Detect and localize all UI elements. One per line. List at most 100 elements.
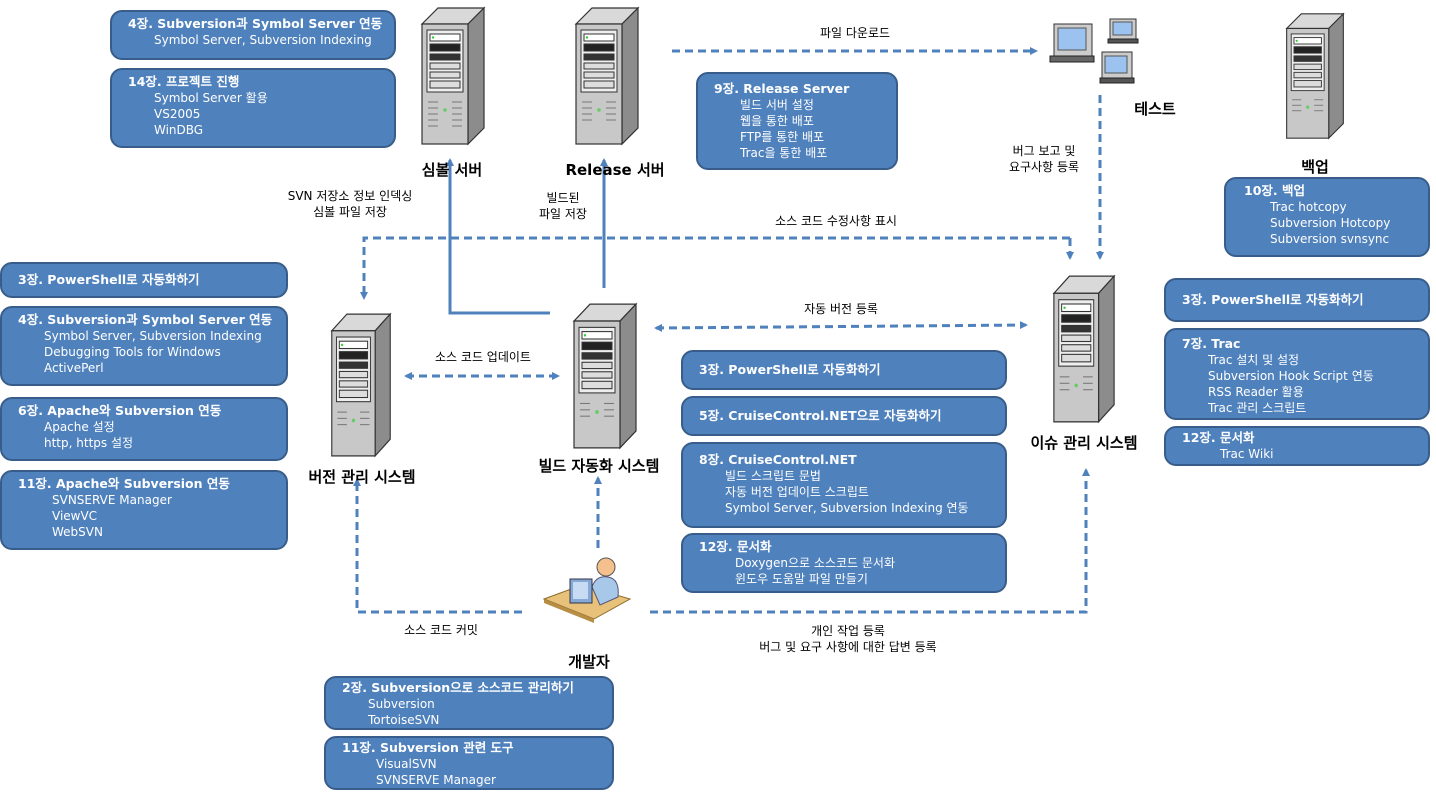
arrow-auto-version	[654, 321, 1028, 332]
build-server-icon	[572, 302, 638, 450]
chapter-title: 3장. PowerShell로 자동화하기	[1182, 292, 1364, 307]
chapter-title: 12장. 문서화	[699, 539, 772, 554]
chapter-item: Doxygen으로 소스코드 문서화	[735, 556, 896, 570]
chapter-title: 8장. CruiseControl.NET	[699, 452, 857, 467]
chapter-item: Trac Wiki	[1220, 447, 1274, 461]
chapter-box-dev-ch2: 2장. Subversion으로 소스코드 관리하기 Subversion To…	[324, 676, 614, 730]
chapter-item: ActivePerl	[44, 361, 104, 375]
arrow-symbol-store	[446, 158, 550, 315]
edge-label-source-changes: 소스 코드 수정사항 표시	[775, 214, 897, 228]
chapter-item: SVNSERVE Manager	[376, 773, 496, 787]
chapter-item: Subversion Hotcopy	[1270, 216, 1391, 230]
chapter-title: 14장. 프로젝트 진행	[128, 74, 240, 89]
edge-label-source-update: 소스 코드 업데이트	[435, 350, 531, 364]
chapter-item: WebSVN	[52, 525, 103, 539]
chapter-box-vc-ch6: 6장. Apache와 Subversion 연동 Apache 설정 http…	[0, 397, 288, 461]
chapter-item: http, https 설정	[44, 436, 134, 450]
chapter-item: 빌드 서버 설정	[740, 98, 814, 112]
node-label-symbol-server: 심볼 서버	[421, 161, 483, 179]
arrow-personal-work	[650, 468, 1090, 614]
chapter-item: Subversion Hook Script 연동	[1208, 369, 1374, 383]
chapter-item: Trac hotcopy	[1270, 200, 1347, 214]
chapter-item: 자동 버전 업데이트 스크립트	[725, 485, 869, 499]
chapter-box-build-ch12: 12장. 문서화 Doxygen으로 소스코드 문서화 윈도우 도움말 파일 만…	[681, 533, 1007, 593]
chapter-box-issue-ch7: 7장. Trac Trac 설치 및 설정 Subversion Hook Sc…	[1164, 328, 1430, 420]
chapter-item: Symbol Server 활용	[154, 91, 268, 105]
chapter-item: Apache 설정	[44, 420, 115, 434]
chapter-item: Subversion svnsync	[1270, 232, 1390, 246]
edge-label-personal-line2: 버그 및 요구 사항에 대한 답변 등록	[759, 640, 937, 654]
node-label-backup: 백업	[1301, 158, 1329, 176]
chapter-box-vc-ch11: 11장. Apache와 Subversion 연동 SVNSERVE Mana…	[0, 470, 288, 550]
chapter-box-symbol-ch14: 14장. 프로젝트 진행 Symbol Server 활용 VS2005 Win…	[110, 68, 396, 148]
node-label-version-control: 버전 관리 시스템	[308, 468, 416, 486]
chapter-item: SVNSERVE Manager	[52, 493, 172, 507]
edge-label-built-line1: 빌드된	[546, 191, 580, 205]
version-control-server-icon	[330, 312, 392, 458]
test-computers-icon	[1049, 18, 1139, 84]
chapter-item: Subversion	[368, 697, 435, 711]
chapter-title: 12장. 문서화	[1182, 430, 1255, 445]
edge-label-auto-version: 자동 버전 등록	[804, 302, 878, 316]
chapter-item: Debugging Tools for Windows	[44, 345, 221, 359]
chapter-item: WinDBG	[154, 123, 204, 137]
chapter-item: TortoiseSVN	[368, 713, 440, 727]
chapter-item: VS2005	[154, 107, 201, 121]
edge-label-svn-index: SVN 저장소 정보 인덱싱 심볼 파일 저장	[270, 188, 430, 220]
release-server-icon	[574, 6, 640, 146]
chapter-box-build-ch5: 5장. CruiseControl.NET으로 자동화하기	[681, 396, 1007, 436]
node-label-release-server: Release 서버	[565, 161, 665, 179]
arrow-source-changes	[360, 236, 1070, 300]
chapter-box-vc-ch3: 3장. PowerShell로 자동화하기	[0, 262, 288, 298]
chapter-item: VisualSVN	[376, 757, 437, 771]
chapter-item: Symbol Server, Subversion Indexing	[44, 329, 262, 343]
chapter-item: Symbol Server, Subversion Indexing 연동	[725, 501, 969, 515]
chapter-box-build-ch3: 3장. PowerShell로 자동화하기	[681, 350, 1007, 390]
chapter-item: FTP를 통한 배포	[740, 130, 825, 144]
chapter-box-backup-ch10: 10장. 백업 Trac hotcopy Subversion Hotcopy …	[1224, 177, 1430, 257]
chapter-box-vc-ch4: 4장. Subversion과 Symbol Server 연동 Symbol …	[0, 306, 288, 386]
chapter-item: 윈도우 도움말 파일 만들기	[735, 572, 868, 586]
edge-label-bug-report-line1: 버그 보고 및	[1012, 144, 1076, 158]
edge-label-source-commit: 소스 코드 커밋	[404, 623, 478, 637]
chapter-title: 7장. Trac	[1182, 336, 1241, 351]
chapter-title: 3장. PowerShell로 자동화하기	[699, 362, 881, 377]
node-label-test: 테스트	[1134, 100, 1176, 118]
chapter-title: 10장. 백업	[1244, 183, 1305, 198]
chapter-box-issue-ch12: 12장. 문서화 Trac Wiki	[1164, 426, 1430, 466]
chapter-title: 4장. Subversion과 Symbol Server 연동	[18, 312, 273, 327]
edge-label-built-files: 빌드된 파일 저장	[528, 190, 598, 222]
developer-icon	[542, 557, 632, 623]
edge-label-personal-line1: 개인 작업 등록	[811, 624, 885, 638]
chapter-title: 3장. PowerShell로 자동화하기	[18, 272, 200, 287]
edge-label-svn-index-line1: SVN 저장소 정보 인덱싱	[287, 189, 413, 203]
chapter-item: Trac 관리 스크립트	[1208, 401, 1307, 415]
chapter-box-dev-ch11: 11장. Subversion 관련 도구 VisualSVN SVNSERVE…	[324, 736, 614, 790]
chapter-title: 11장. Apache와 Subversion 연동	[18, 476, 230, 491]
chapter-item: Trac을 통한 배포	[740, 146, 828, 160]
chapter-title: 4장. Subversion과 Symbol Server 연동	[128, 16, 383, 31]
chapter-item: 빌드 스크립트 문법	[725, 469, 821, 483]
chapter-item: Trac 설치 및 설정	[1208, 353, 1300, 367]
edge-label-file-download: 파일 다운로드	[819, 26, 891, 40]
chapter-box-issue-ch3: 3장. PowerShell로 자동화하기	[1164, 278, 1430, 322]
chapter-box-symbol-ch4: 4장. Subversion과 Symbol Server 연동 Symbol …	[110, 10, 396, 60]
chapter-title: 11장. Subversion 관련 도구	[342, 740, 514, 755]
edge-label-built-line2: 파일 저장	[539, 207, 587, 221]
chapter-box-release-ch9: 9장. Release Server 빌드 서버 설정 웹을 통한 배포 FTP…	[696, 72, 898, 170]
chapter-item: RSS Reader 활용	[1208, 385, 1304, 399]
chapter-title: 5장. CruiseControl.NET으로 자동화하기	[699, 408, 942, 423]
edge-label-bug-report: 버그 보고 및 요구사항 등록	[996, 143, 1092, 175]
node-label-developer: 개발자	[568, 653, 610, 671]
backup-server-icon	[1285, 12, 1345, 140]
chapter-title: 9장. Release Server	[714, 81, 850, 96]
issue-server-icon	[1052, 274, 1116, 424]
node-label-build-automation: 빌드 자동화 시스템	[538, 457, 660, 475]
chapter-title: 2장. Subversion으로 소스코드 관리하기	[342, 680, 574, 695]
edge-label-personal-work: 개인 작업 등록 버그 및 요구 사항에 대한 답변 등록	[716, 623, 980, 655]
edge-label-bug-report-line2: 요구사항 등록	[1008, 160, 1080, 174]
chapter-item: ViewVC	[52, 509, 98, 523]
arrow-source-commit	[353, 478, 522, 614]
edge-label-svn-index-line2: 심볼 파일 저장	[313, 205, 387, 219]
